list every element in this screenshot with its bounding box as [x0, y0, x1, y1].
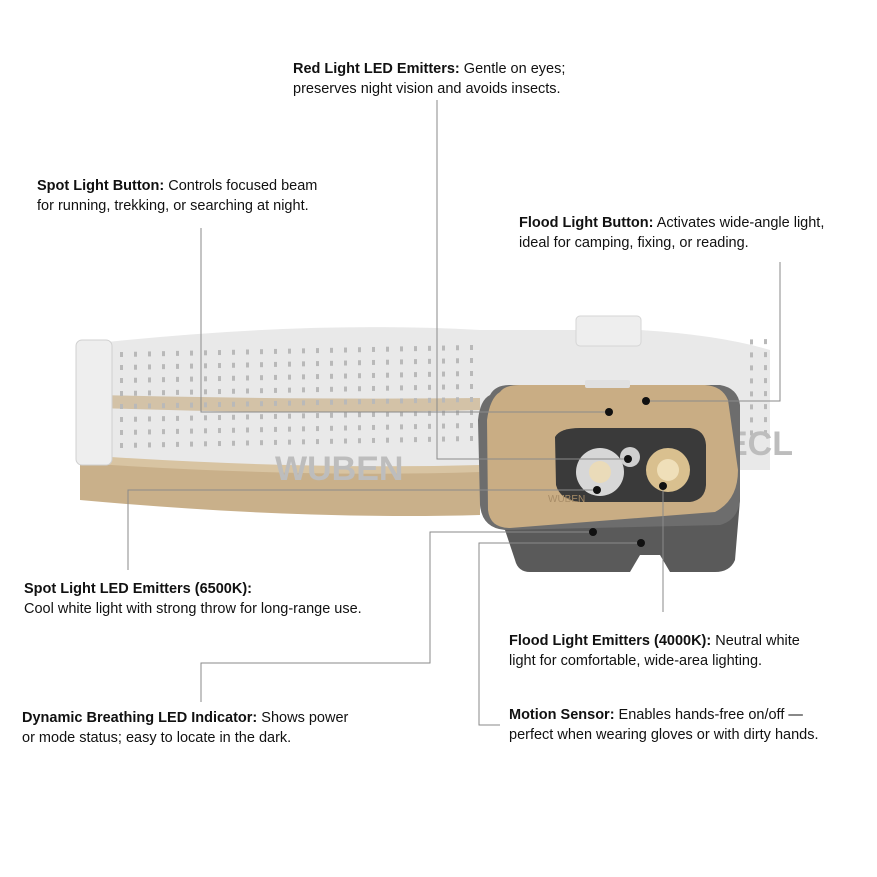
callout-title: Red Light LED Emitters:: [293, 61, 460, 77]
callout-text: Activates wide-angle light,: [653, 215, 825, 231]
leader-dots: [589, 397, 667, 547]
leader-breathing: [200, 531, 593, 702]
callout-text: perfect when wearing gloves or with dirt…: [509, 727, 819, 743]
callout-flood-emitters: Flood Light Emitters (4000K): Neutral wh…: [509, 631, 800, 671]
lamp-body: WUBEN: [478, 380, 740, 572]
callout-text: Gentle on eyes;: [459, 61, 566, 77]
callout-title: Dynamic Breathing LED Indicator:: [22, 710, 258, 726]
callout-text: Cool white light with strong throw for l…: [24, 601, 362, 617]
leader-spot-button: [200, 228, 609, 413]
callout-text: Controls focused beam: [164, 178, 318, 194]
leader-spot-emitters: [127, 489, 597, 570]
headband: WUBEN ECL: [75, 315, 793, 516]
band-logo: WUBEN: [275, 450, 403, 488]
leader-flood-button: [646, 262, 781, 402]
callout-motion-sensor: Motion Sensor: Enables hands-free on/off…: [509, 705, 819, 745]
callout-spot-button: Spot Light Button: Controls focused beam…: [37, 176, 317, 216]
callout-text: Neutral white: [711, 633, 800, 649]
callout-text: preserves night vision and avoids insect…: [293, 81, 561, 97]
callout-red-light: Red Light LED Emitters: Gentle on eyes; …: [293, 59, 565, 99]
callout-text: Shows power: [257, 710, 349, 726]
lamp-logo: WUBEN: [548, 494, 585, 505]
callout-text: Enables hands-free on/off —: [614, 707, 803, 723]
callout-title: Spot Light Button:: [37, 178, 165, 194]
callout-text: ideal for camping, fixing, or reading.: [519, 235, 749, 251]
callout-title: Flood Light Emitters (4000K):: [509, 633, 712, 649]
callout-breathing-indicator: Dynamic Breathing LED Indicator: Shows p…: [22, 708, 348, 748]
callout-flood-button: Flood Light Button: Activates wide-angle…: [519, 213, 824, 253]
callout-text: or mode status; easy to locate in the da…: [22, 730, 292, 746]
leader-red-light: [436, 100, 628, 460]
callout-text: for running, trekking, or searching at n…: [37, 198, 309, 214]
leader-lines: [127, 100, 781, 726]
callout-title: Spot Light LED Emitters (6500K):: [24, 581, 252, 597]
leader-motion: [478, 542, 641, 726]
callout-spot-emitters: Spot Light LED Emitters (6500K): Cool wh…: [24, 579, 362, 619]
callout-title: Flood Light Button:: [519, 215, 654, 231]
callout-title: Motion Sensor:: [509, 707, 615, 723]
callout-text: light for comfortable, wide-area lightin…: [509, 653, 763, 669]
